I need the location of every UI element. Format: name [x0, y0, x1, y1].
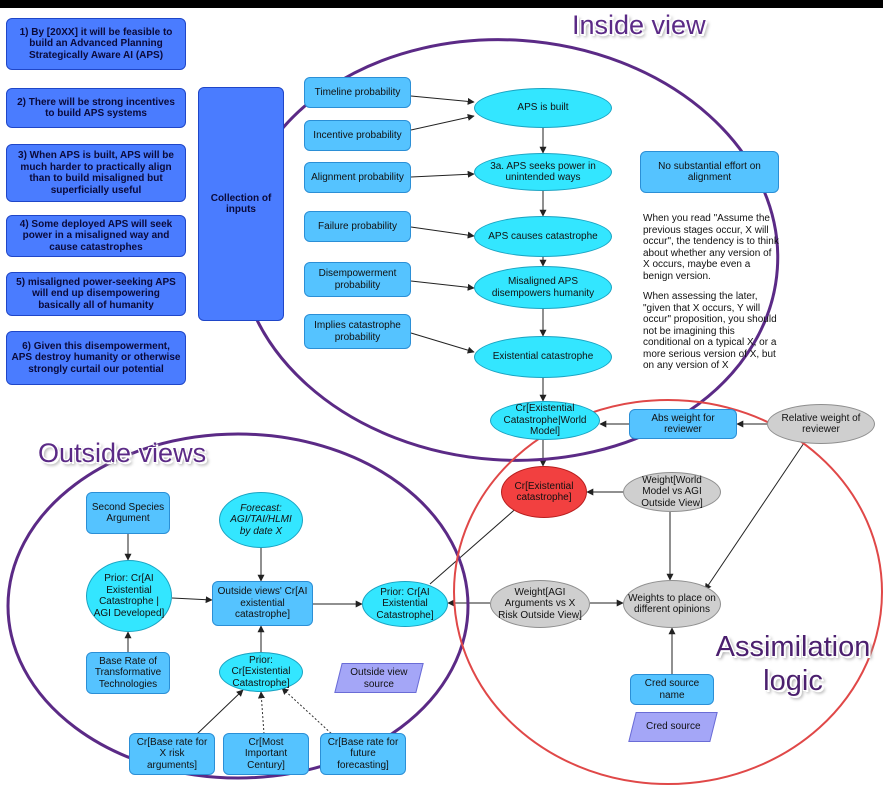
- inside-view-title: Inside view: [572, 10, 706, 40]
- outside-views-cr: Outside views' Cr[AI existential catastr…: [212, 581, 313, 626]
- edge-forecasting-priorex: [281, 687, 335, 737]
- edge-basex-priorex: [195, 689, 244, 736]
- edge-implies-ex: [410, 332, 475, 354]
- weight-world-model-vs-agi: Weight[World Model vs AGI Outside View]: [623, 472, 721, 512]
- aps-is-built: APS is built: [474, 88, 612, 128]
- disempowerment-probability: Disempowerment probability: [304, 262, 411, 297]
- weights-to-place: Weights to place on different opinions: [623, 580, 721, 628]
- top-border: [0, 0, 883, 8]
- claim-3: 3) When APS is built, APS will be much h…: [6, 144, 186, 202]
- cred-source-label: Cred source: [645, 721, 701, 733]
- edge-timeline-aps: [410, 95, 475, 105]
- claim-6: 6) Given this disempowerment, APS destro…: [6, 331, 186, 385]
- existential-catastrophe: Existential catastrophe: [474, 336, 612, 378]
- edge-failure-causes: [410, 226, 475, 239]
- abs-weight-reviewer: Abs weight for reviewer: [629, 409, 737, 439]
- edge-incentive-aps: [410, 113, 475, 131]
- outside-views-ring: [6, 432, 470, 780]
- second-species-argument: Second Species Argument: [86, 492, 170, 534]
- timeline-probability: Timeline probability: [304, 77, 411, 108]
- prior-cr-existential: Prior: Cr[Existential Catastrophe]: [219, 652, 303, 692]
- cr-most-important-century: Cr[Most Important Century]: [223, 733, 309, 775]
- claim-1: 1) By [20XX] it will be feasible to buil…: [6, 18, 186, 70]
- guidance-note-1: When you read "Assume the previous stage…: [643, 213, 779, 282]
- cr-existential-world-model: Cr[Existential Catastrophe|World Model]: [490, 401, 600, 440]
- outside-view-source: Outside view source: [334, 663, 424, 693]
- cred-source: Cred source: [628, 712, 718, 742]
- cr-existential-catastrophe: Cr[Existential catastrophe]: [501, 466, 587, 518]
- edge-rel-weights: [704, 439, 807, 591]
- assimilation-ring: [453, 399, 883, 785]
- edge-alignment-3a: [410, 170, 475, 178]
- edge-important-priorex: [257, 691, 265, 735]
- collection-of-inputs: Collection of inputs: [198, 87, 284, 321]
- aps-seeks-power: 3a. APS seeks power in unintended ways: [474, 153, 612, 191]
- aps-causes-catastrophe: APS causes catastrophe: [474, 216, 612, 257]
- no-substantial-effort: No substantial effort on alignment: [640, 151, 779, 193]
- prior-cr-ai-existential: Prior: Cr[AI Existential Catastrophe]: [362, 581, 448, 627]
- outside-view-source-label: Outside view source: [350, 666, 408, 690]
- alignment-probability: Alignment probability: [304, 162, 411, 193]
- forecast-agi: Forecast: AGI/TAI/HLMI by date X: [219, 492, 303, 548]
- claim-2: 2) There will be strong incentives to bu…: [6, 88, 186, 128]
- edge-prior-cr: [429, 504, 521, 585]
- cr-base-rate-x-risk: Cr[Base rate for X risk arguments]: [129, 733, 215, 775]
- claim-5: 5) misaligned power-seeking APS will end…: [6, 272, 186, 316]
- misaligned-aps-disempowers: Misaligned APS disempowers humanity: [474, 266, 612, 309]
- guidance-note-2: When assessing the later, "given that X …: [643, 291, 777, 371]
- implies-catastrophe-probability: Implies catastrophe probability: [304, 314, 411, 349]
- edge-disemp-disemp: [410, 280, 475, 291]
- base-rate-transformative: Base Rate of Transformative Technologies: [86, 652, 170, 694]
- failure-probability: Failure probability: [304, 211, 411, 242]
- weight-agi-args-vs-risk: Weight[AGI Arguments vs X Risk Outside V…: [490, 580, 590, 628]
- prior-cr-ai-given-agi: Prior: Cr[AI Existential Catastrophe | A…: [86, 560, 172, 632]
- relative-weight-reviewer: Relative weight of reviewer: [767, 404, 875, 444]
- incentive-probability: Incentive probability: [304, 120, 411, 151]
- edge-prior-views: [171, 596, 213, 604]
- cred-source-name: Cred source name: [630, 674, 714, 705]
- outside-views-title: Outside views: [38, 438, 207, 468]
- cr-base-rate-forecasting: Cr[Base rate for future forecasting]: [320, 733, 406, 775]
- assimilation-logic-title: Assimilation logic: [715, 631, 871, 697]
- claim-4: 4) Some deployed APS will seek power in …: [6, 215, 186, 257]
